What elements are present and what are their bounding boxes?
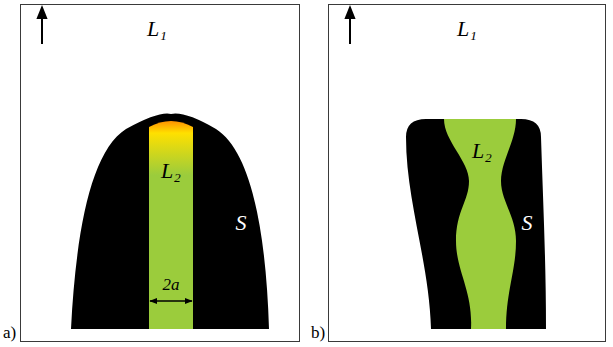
liquid-channel-shape [149,115,193,329]
liquid-channel-outline [149,121,193,329]
solid-region: S L₂ [406,119,546,329]
region-label: L₁ [147,18,167,40]
liquid-channel: L₂ 2a [149,115,193,329]
region-label: S [522,212,533,234]
solid-region-outline [71,114,269,329]
region-label: S [236,212,247,234]
region-label: L₂ [161,160,181,182]
liquid-region: L₁ S L₂ 2a [20,4,300,342]
solid-region: S L₂ 2a [71,113,269,329]
panel-label: a) [3,324,16,341]
growth-arrow [41,12,43,44]
panel-label: b) [311,324,325,341]
region-label: L₁ [457,18,477,40]
solid-region-outline [406,119,546,329]
width-dimension-arrow [150,300,192,301]
region-label: L₂ [472,140,492,162]
dimension-label: 2a [163,276,180,293]
liquid-region: L₁ S L₂ [328,4,606,342]
growth-arrow [349,12,351,44]
liquid-channel: L₂ [444,119,516,329]
liquid-channel-outline [444,119,516,329]
